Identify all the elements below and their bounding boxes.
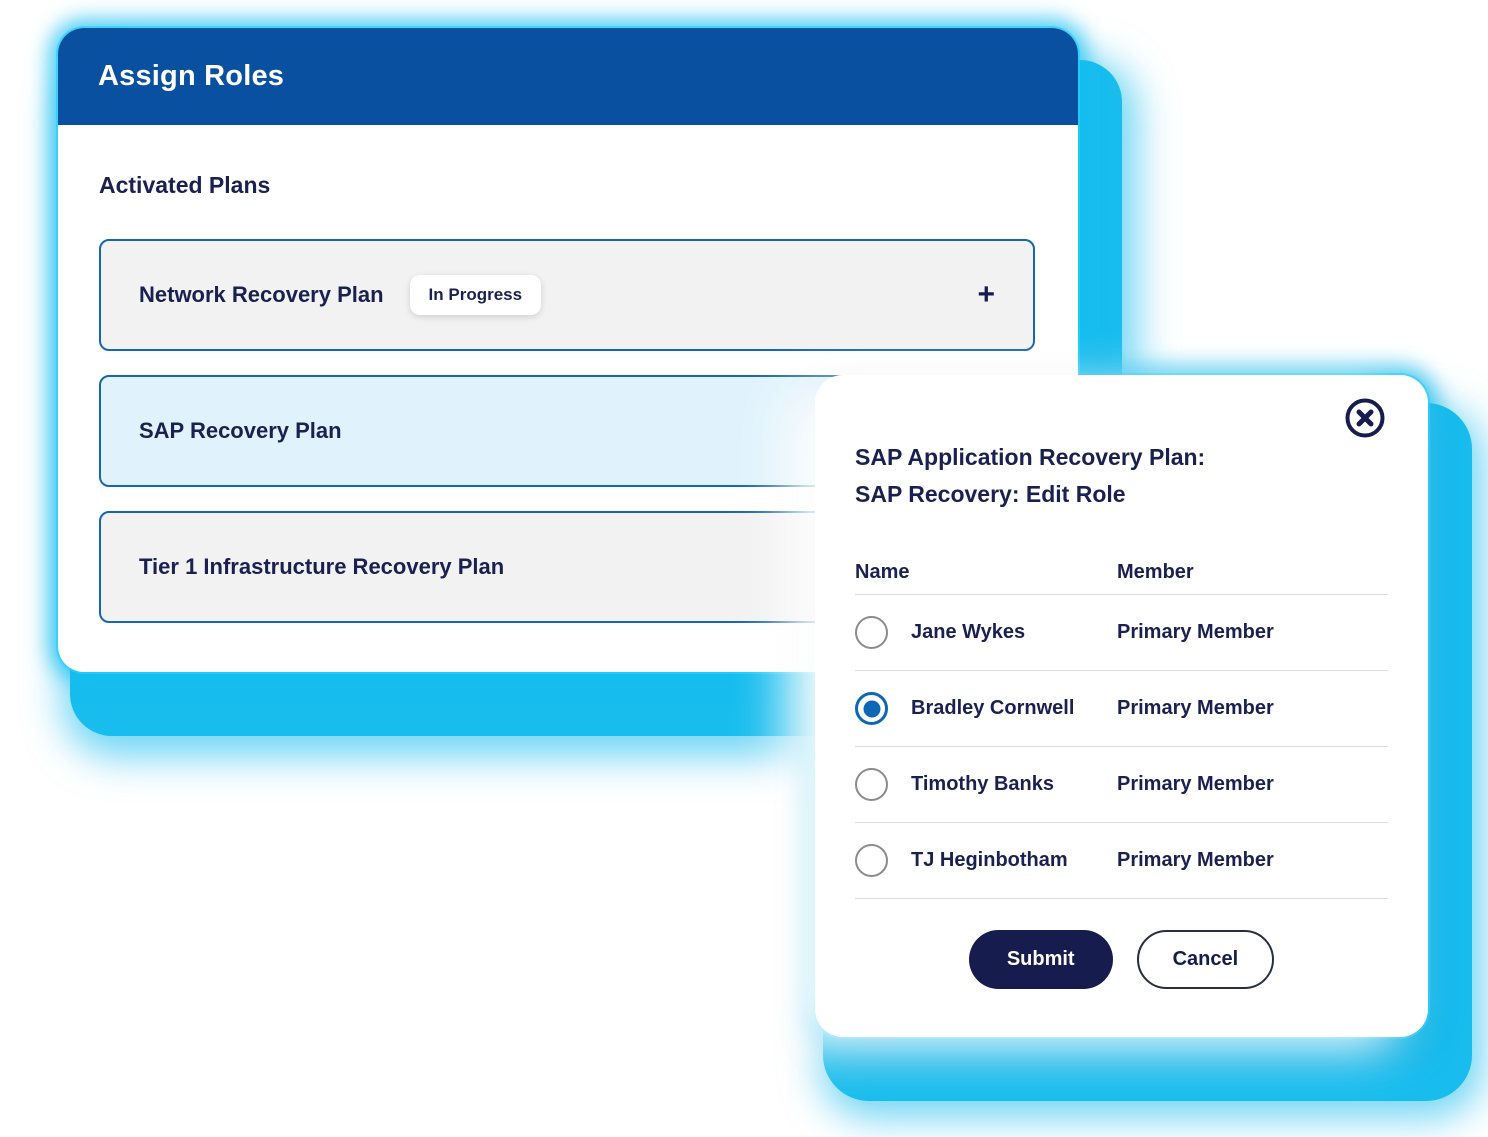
plan-name: SAP Recovery Plan (139, 418, 342, 443)
member-role: Primary Member (1117, 773, 1274, 795)
member-role: Primary Member (1117, 621, 1274, 643)
member-name: Bradley Cornwell (911, 697, 1075, 719)
modal-title-line2: SAP Recovery: Edit Role (855, 481, 1126, 507)
modal-title-line1: SAP Application Recovery Plan: (855, 444, 1206, 470)
activated-plans-heading: Activated Plans (99, 172, 271, 198)
modal-buttons: Submit Cancel (855, 930, 1388, 989)
member-name: TJ Heginbotham (911, 849, 1068, 871)
member-radio[interactable] (855, 692, 888, 725)
member-role: Primary Member (1117, 849, 1274, 871)
member-name: Jane Wykes (911, 621, 1026, 643)
member-row: TJ Heginbotham Primary Member (855, 823, 1388, 899)
status-badge: In Progress (409, 275, 542, 315)
member-role: Primary Member (1117, 697, 1274, 719)
plan-name: Tier 1 Infrastructure Recovery Plan (139, 554, 505, 579)
member-radio[interactable] (855, 844, 888, 877)
cancel-button[interactable]: Cancel (1136, 930, 1275, 989)
edit-role-modal: SAP Application Recovery Plan: SAP Recov… (815, 375, 1428, 1037)
member-radio[interactable] (855, 616, 888, 649)
plan-name: Network Recovery Plan (139, 282, 384, 307)
submit-button[interactable]: Submit (968, 930, 1113, 989)
plan-card-network-recovery[interactable]: Network Recovery Plan In Progress + (99, 239, 1035, 351)
assign-roles-card: Assign Roles Activated Plans Network Rec… (58, 28, 1078, 672)
column-header-member: Member (1117, 561, 1194, 583)
circled-x-icon[interactable] (1344, 397, 1386, 439)
column-header-name: Name (855, 561, 910, 583)
modal-title: SAP Application Recovery Plan: SAP Recov… (855, 439, 1388, 513)
member-row: Jane Wykes Primary Member (855, 595, 1388, 671)
member-row: Timothy Banks Primary Member (855, 747, 1388, 823)
member-radio[interactable] (855, 768, 888, 801)
close-icon (1345, 398, 1385, 438)
member-row: Bradley Cornwell Primary Member (855, 671, 1388, 747)
assign-roles-body: Activated Plans Network Recovery Plan In… (58, 125, 1078, 623)
member-table-header: Name Member (855, 551, 1388, 595)
member-name: Timothy Banks (911, 773, 1054, 795)
plus-icon[interactable]: + (977, 278, 995, 311)
assign-roles-header: Assign Roles (58, 28, 1078, 125)
page-title: Assign Roles (98, 60, 285, 92)
